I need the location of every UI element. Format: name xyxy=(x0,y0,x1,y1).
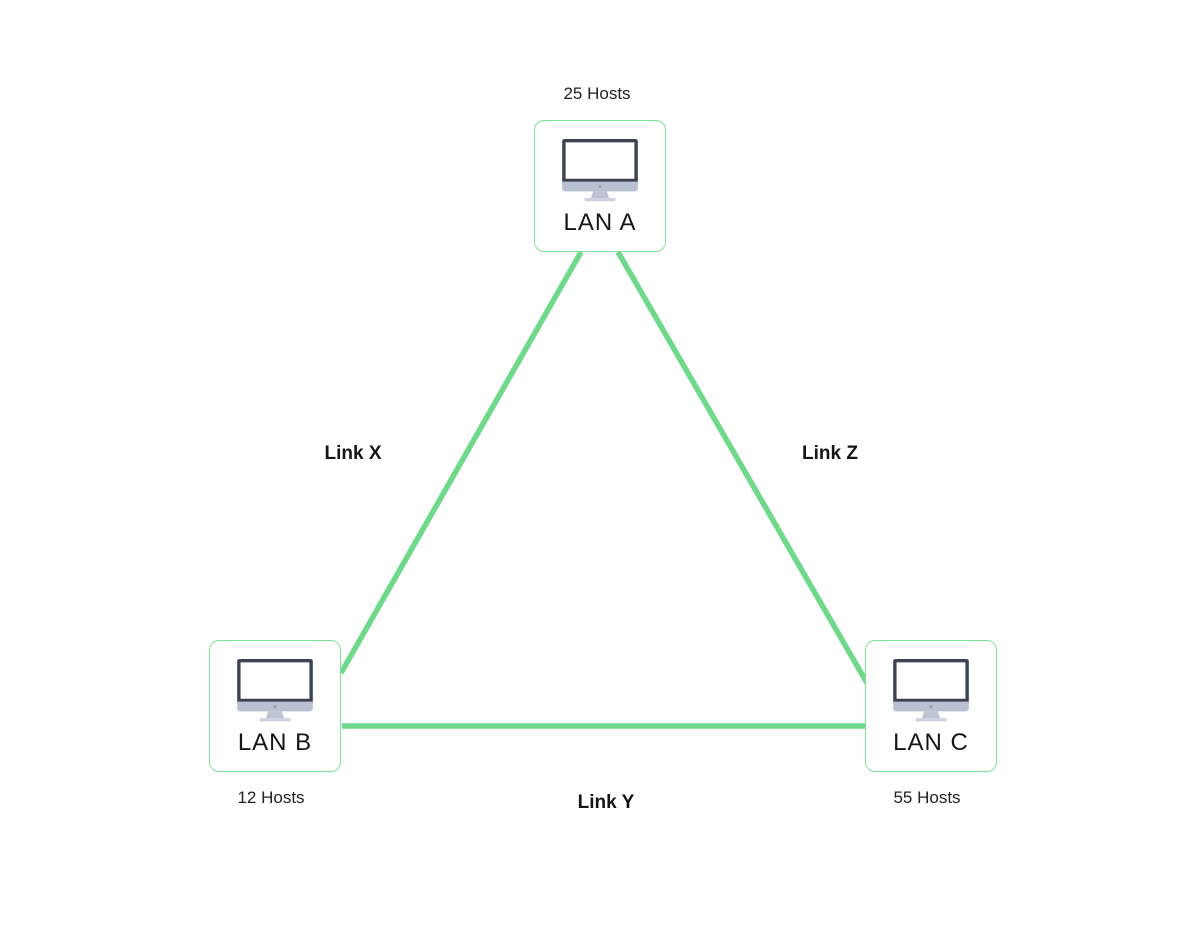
link-y-label: Link Y xyxy=(577,792,635,813)
lan-a-node: LAN A xyxy=(534,120,666,252)
link-z-line xyxy=(615,250,870,685)
computer-monitor-icon xyxy=(562,138,638,202)
lan-c-label: LAN C xyxy=(893,729,969,756)
lan-c-node: LAN C xyxy=(865,640,997,772)
lan-b-hosts-label: 12 Hosts xyxy=(237,788,305,807)
link-x-label: Link X xyxy=(324,443,382,464)
lan-a-label: LAN A xyxy=(563,209,637,236)
lan-b-label: LAN B xyxy=(237,729,313,756)
lan-a-hosts-label: 25 Hosts xyxy=(563,84,631,103)
lan-b-node: LAN B xyxy=(209,640,341,772)
computer-monitor-icon xyxy=(237,658,313,722)
link-z-label: Link Z xyxy=(802,443,858,464)
lan-c-hosts-label: 55 Hosts xyxy=(893,788,961,807)
computer-monitor-icon xyxy=(893,658,969,722)
